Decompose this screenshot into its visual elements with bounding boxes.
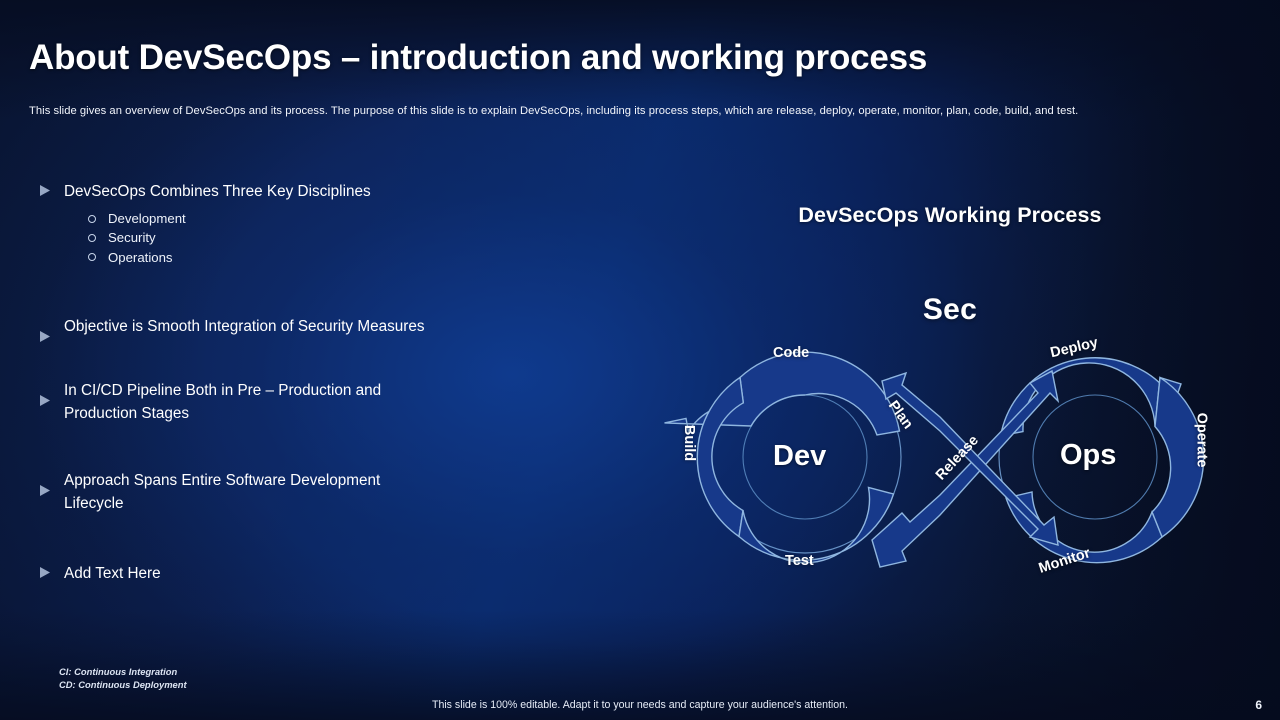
segment-build (696, 376, 745, 538)
list-item[interactable]: Objective is Smooth Integration of Secur… (40, 315, 490, 342)
segment-deploy (999, 357, 1182, 437)
stage-label-build: Build (681, 424, 698, 462)
list-item[interactable]: In CI/CD Pipeline Both in Pre – Producti… (40, 379, 490, 425)
sub-list-item[interactable]: Development (88, 209, 371, 228)
sub-list-item-label: Development (108, 211, 186, 226)
diagram-sec-label: Sec (922, 293, 978, 326)
left-loop-label: Dev (773, 440, 827, 472)
band-release (871, 369, 1060, 568)
list-item[interactable]: Add Text Here (40, 562, 490, 585)
right-loop-label: Ops (1060, 439, 1117, 471)
circle-bullet-icon (88, 253, 96, 262)
list-item-body: DevSecOps Combines Three Key Disciplines… (64, 180, 371, 267)
triangle-bullet-icon (40, 484, 50, 496)
stage-label-operate: Operate (1193, 412, 1210, 468)
sub-list: Development Security Operations (88, 209, 371, 267)
footer-caption: This slide is 100% editable. Adapt it to… (431, 699, 849, 711)
page-title: About DevSecOps – introduction and worki… (29, 38, 928, 77)
segment-monitor (1005, 491, 1163, 564)
segment-code (664, 351, 901, 436)
triangle-bullet-icon (40, 566, 50, 578)
list-item-label: Approach Spans Entire Software Developme… (64, 471, 381, 512)
triangle-bullet-icon (40, 330, 50, 342)
circle-bullet-icon (88, 214, 96, 223)
bullet-list: DevSecOps Combines Three Key Disciplines… (40, 180, 490, 589)
footnote-cd: CD: Continuous Deployment (59, 678, 187, 690)
sub-list-item[interactable]: Security (88, 228, 371, 247)
sub-list-item[interactable]: Operations (88, 248, 371, 267)
list-item[interactable]: DevSecOps Combines Three Key Disciplines… (40, 180, 490, 267)
list-item[interactable]: Approach Spans Entire Software Developme… (40, 469, 490, 515)
page-number: 6 (1255, 698, 1262, 712)
diagram-title: DevSecOps Working Process (798, 203, 1102, 227)
background-bottom-shade (0, 610, 1280, 720)
sub-list-item-label: Security (108, 230, 156, 246)
infinity-loop-graphic: .seg { fill: #17398a; stroke: #8fb6e0; s… (664, 351, 1205, 568)
segment-operate (1151, 376, 1205, 539)
triangle-bullet-icon (40, 185, 50, 196)
list-item-label: DevSecOps Combines Three Key Disciplines (64, 183, 371, 200)
devsecops-infinity-diagram: DevSecOps Working Process Sec .seg { fil… (640, 195, 1260, 615)
footnote-ci: CI: Continuous Integration (59, 666, 178, 677)
stage-label-test: Test (785, 553, 814, 569)
segment-test (738, 486, 895, 564)
circle-bullet-icon (88, 233, 96, 242)
band-plan (881, 371, 1059, 546)
page-subtitle: This slide gives an overview of DevSecOp… (29, 105, 1079, 117)
stage-label-code: Code (773, 345, 810, 361)
list-item-label: Add Text Here (64, 564, 161, 582)
list-item-label: In CI/CD Pipeline Both in Pre – Producti… (64, 381, 382, 422)
list-item-label: Objective is Smooth Integration of Secur… (64, 317, 425, 335)
triangle-bullet-icon (40, 394, 50, 406)
right-loop-inner-guide (1032, 394, 1158, 520)
sub-list-item-label: Operations (108, 249, 173, 265)
footnote-block: CI: Continuous Integration CD: Continuou… (59, 666, 187, 691)
